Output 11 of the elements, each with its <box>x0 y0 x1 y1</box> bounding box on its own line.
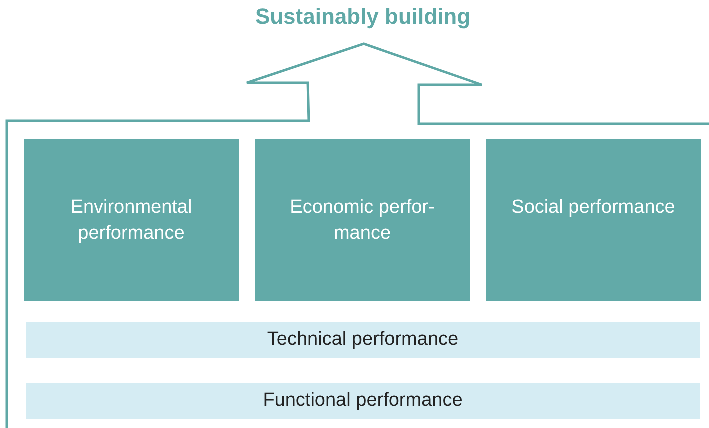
foundation-bar <box>26 383 700 419</box>
node-label: Technical performance <box>267 328 459 352</box>
pillar-box <box>255 139 470 301</box>
pillar-box <box>486 139 701 301</box>
node-label: Environmental performance <box>70 196 194 246</box>
title: Sustainably building <box>254 4 472 30</box>
pillar-box <box>24 139 239 301</box>
foundation-bar <box>26 322 700 358</box>
node-label: Social performance <box>512 196 676 220</box>
node-label: Functional performance <box>263 389 463 413</box>
node-label: Economic perfor- mance <box>289 196 436 246</box>
